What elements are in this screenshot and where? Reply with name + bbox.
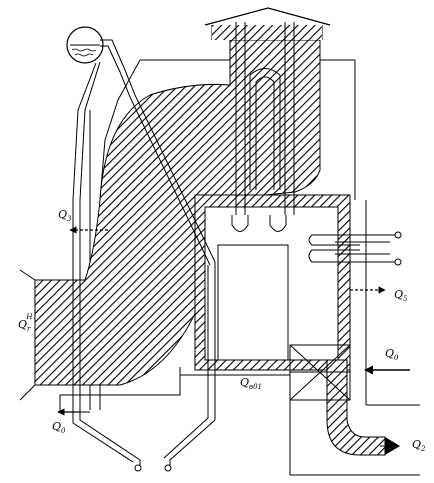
furnace-gas-zone [34,39,321,386]
label-q3: Q3 [58,208,72,223]
chimney-roof [204,7,331,26]
steam-drum [66,26,104,64]
riser-pipes [72,39,216,472]
fuel-inlet-duct [19,269,36,401]
label-q5: Q5 [394,288,408,303]
superheater-loops [231,22,295,232]
label-q0-bottom: Q0 [52,420,66,435]
label-q2: Q2 [412,438,426,453]
flue-gas-exit-duct [326,359,386,456]
label-qr-h: QrH [18,313,33,333]
label-q-center: Qв01 [240,376,262,391]
air-heater [289,344,351,401]
label-q0-right: Q0 [385,347,399,362]
convective-pass [194,194,351,371]
q2-arrowhead [385,437,400,455]
economizer-tubes [308,231,402,266]
